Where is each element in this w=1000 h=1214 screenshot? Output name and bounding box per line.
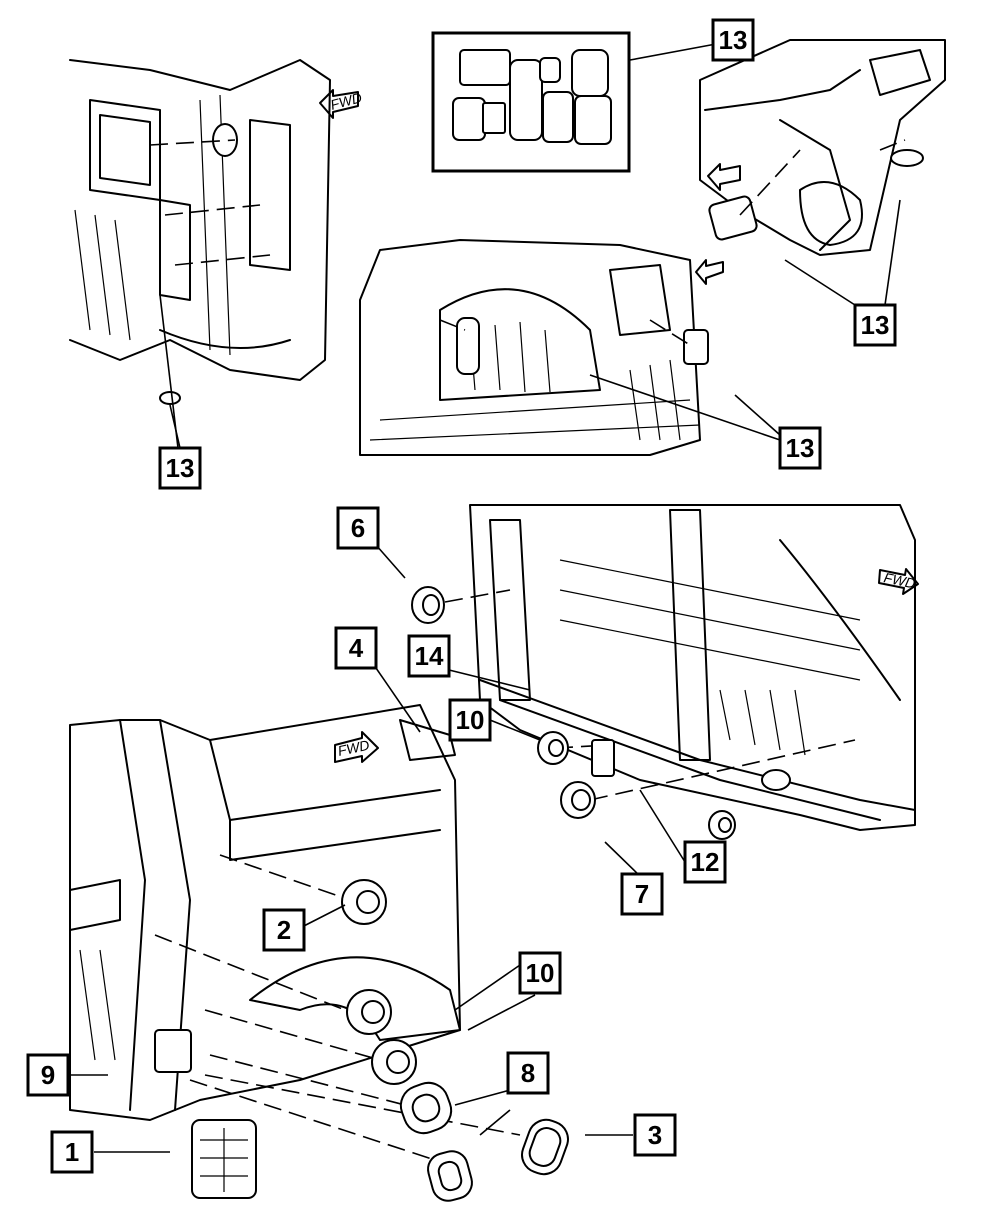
view-plug-kit-inset: [431, 31, 717, 173]
fwd-arrow-icon: FWD: [334, 731, 379, 763]
callout-12: 12: [683, 840, 727, 884]
view-middle-right-floor-pan: FWD: [444, 504, 919, 831]
view-top-left-quarter-panel: FWD: [69, 59, 364, 449]
callout-3: 3: [633, 1113, 677, 1157]
callout-13-left: 13: [158, 446, 202, 490]
callout-7: 7: [620, 872, 664, 916]
grommet-icon: [159, 391, 181, 405]
plug-icon: [708, 195, 758, 241]
svg-text:9: 9: [41, 1060, 55, 1090]
svg-text:13: 13: [719, 25, 748, 55]
view-top-right-pillar: [699, 39, 946, 306]
svg-text:10: 10: [526, 958, 555, 988]
svg-text:FWD: FWD: [882, 569, 917, 591]
svg-text:13: 13: [861, 310, 890, 340]
pad-14-icon: [591, 739, 615, 777]
callout-9: 9: [26, 1053, 70, 1097]
svg-text:7: 7: [635, 879, 649, 909]
svg-text:10: 10: [456, 705, 485, 735]
grommet-icon: [212, 123, 238, 157]
view-middle-rear-floor: [359, 239, 781, 456]
svg-text:12: 12: [691, 847, 720, 877]
svg-text:13: 13: [786, 433, 815, 463]
grommet-icon: [761, 769, 791, 791]
svg-text:FWD: FWD: [336, 737, 371, 759]
svg-text:FWD: FWD: [329, 89, 364, 113]
plug-icon: [890, 149, 924, 167]
callout-8: 8: [506, 1051, 550, 1095]
loose-parts-middle: [411, 586, 736, 840]
callout-6: 6: [336, 506, 380, 550]
callout-13-center: 13: [778, 426, 822, 470]
callout-2: 2: [262, 908, 306, 952]
svg-text:1: 1: [65, 1137, 79, 1167]
plug-icon: [456, 317, 480, 375]
callout-13-right-upper: 13: [853, 303, 897, 347]
fwd-arrow-icon: [695, 259, 724, 285]
svg-text:4: 4: [349, 633, 364, 663]
loose-parts-bottom: [191, 879, 569, 1202]
svg-text:14: 14: [415, 641, 444, 671]
callout-13-top: 13: [711, 18, 755, 62]
svg-text:6: 6: [351, 513, 365, 543]
callout-10-lower: 10: [518, 951, 562, 995]
svg-text:2: 2: [277, 915, 291, 945]
fwd-arrow-icon: [707, 163, 741, 191]
fwd-arrow-icon: FWD: [319, 89, 364, 119]
view-bottom-left-body-side: FWD: [69, 704, 521, 1161]
svg-text:8: 8: [521, 1058, 535, 1088]
fwd-arrow-icon: FWD: [878, 568, 919, 595]
svg-text:13: 13: [166, 453, 195, 483]
plug-icon: [683, 329, 709, 365]
callout-4: 4: [334, 626, 378, 670]
callout-1: 1: [50, 1130, 94, 1174]
callout-14: 14: [407, 634, 451, 678]
svg-text:3: 3: [648, 1120, 662, 1150]
callout-10-upper: 10: [448, 698, 492, 742]
